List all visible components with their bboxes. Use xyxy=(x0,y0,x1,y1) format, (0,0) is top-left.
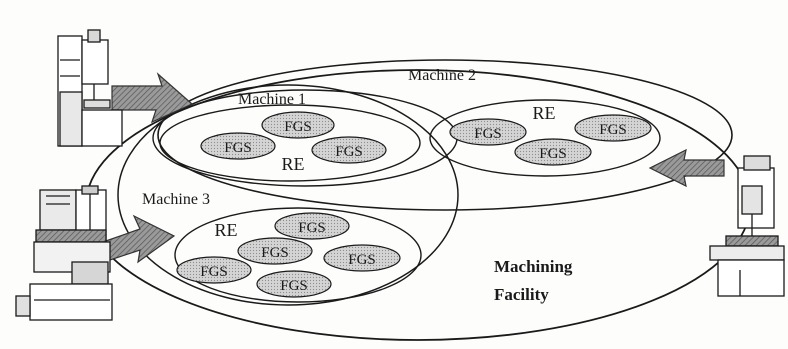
machine1-fgs-1: FGS xyxy=(261,111,335,139)
machine1-re-ellipse xyxy=(159,104,421,182)
machine3-re-ellipse xyxy=(174,207,422,303)
machine2-fgs-2: FGS xyxy=(574,114,652,142)
machine2-label: Machine 2 xyxy=(408,67,476,84)
svg-text:FGS: FGS xyxy=(335,144,363,160)
machine1-re-label: RE xyxy=(281,154,304,174)
svg-text:FGS: FGS xyxy=(280,278,308,294)
machine3-fgs-5: FGS xyxy=(256,270,332,298)
machine2-re-label: RE xyxy=(532,103,555,123)
machine2-fgs-1: FGS xyxy=(449,118,527,146)
facility-label-line1: Machining xyxy=(494,257,573,276)
machine3-fgs-4: FGS xyxy=(176,256,252,284)
arrow-icon xyxy=(111,72,194,124)
svg-text:FGS: FGS xyxy=(348,252,376,268)
facility-label-line2: Facility xyxy=(494,285,549,304)
svg-text:FGS: FGS xyxy=(539,146,567,162)
svg-text:FGS: FGS xyxy=(474,126,502,142)
cnc-machine-icon xyxy=(709,155,785,297)
svg-text:FGS: FGS xyxy=(261,245,289,261)
machine3-fgs-2: FGS xyxy=(237,237,313,265)
svg-text:FGS: FGS xyxy=(599,122,627,138)
machine1-fgs-3: FGS xyxy=(311,136,387,164)
machine1-fgs-2: FGS xyxy=(200,132,276,160)
machine3-ellipse xyxy=(117,84,459,306)
svg-text:FGS: FGS xyxy=(200,264,228,280)
arrow-icon xyxy=(648,148,725,188)
vertical-mill-icon xyxy=(57,29,123,147)
svg-text:FGS: FGS xyxy=(298,220,326,236)
machine3-fgs-1: FGS xyxy=(274,212,350,240)
machine2-ellipse xyxy=(157,59,733,211)
arrow-icon xyxy=(99,214,176,264)
horizontal-machining-center-icon xyxy=(15,185,113,321)
svg-text:FGS: FGS xyxy=(284,119,312,135)
machine3-fgs-3: FGS xyxy=(323,244,401,272)
machine2-re-ellipse xyxy=(429,99,661,177)
machine1-label: Machine 1 xyxy=(238,91,306,108)
machine3-label: Machine 3 xyxy=(142,191,210,208)
machine2-fgs-3: FGS xyxy=(514,138,592,166)
svg-text:FGS: FGS xyxy=(224,140,252,156)
machine3-re-label: RE xyxy=(214,220,237,240)
